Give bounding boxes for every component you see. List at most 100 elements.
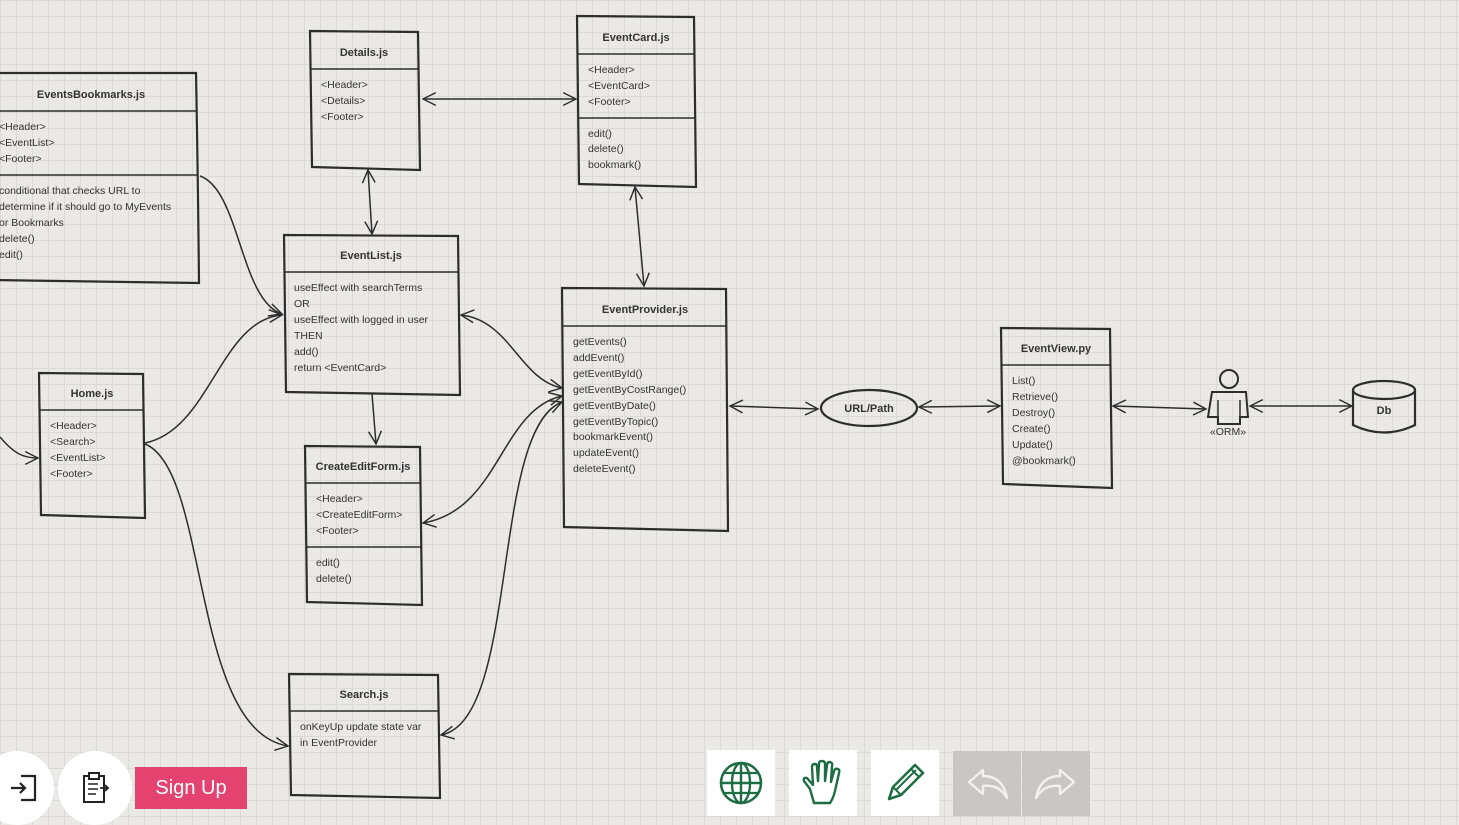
class-box-search[interactable]: Search.js onKeyUp update state var in Ev… xyxy=(287,672,442,800)
box-line: <Header> xyxy=(50,420,97,432)
login-button[interactable] xyxy=(0,751,54,825)
box-title: EventList.js xyxy=(340,250,402,262)
box-line: <Search> xyxy=(50,436,96,448)
box-line: <Details> xyxy=(321,95,365,107)
box-line: <Header> xyxy=(0,121,46,133)
box-title: EventCard.js xyxy=(602,32,669,44)
pencil-icon xyxy=(887,763,925,801)
globe-tool-button[interactable] xyxy=(707,750,775,816)
clipboard-button[interactable] xyxy=(58,751,132,825)
box-title: Search.js xyxy=(340,689,389,701)
box-line: getEvents() xyxy=(573,336,627,348)
box-line: delete() xyxy=(588,143,624,155)
box-title: Home.js xyxy=(71,388,114,400)
class-box-event-card[interactable]: EventCard.js <Header> <EventCard> <Foote… xyxy=(575,14,698,189)
actor-icon xyxy=(1206,369,1250,425)
box-title: EventProvider.js xyxy=(602,304,688,316)
box-line: <EventList> xyxy=(0,137,54,149)
hand-icon xyxy=(802,759,841,805)
class-box-details[interactable]: Details.js <Header> <Details> <Footer> xyxy=(308,29,422,172)
box-line: @bookmark() xyxy=(1012,455,1076,467)
box-title: Details.js xyxy=(340,47,388,59)
box-line: Retrieve() xyxy=(1012,391,1058,403)
box-line: edit() xyxy=(316,557,340,569)
box-line: <Footer> xyxy=(50,468,93,480)
box-line: addEvent() xyxy=(573,352,624,364)
box-line: updateEvent() xyxy=(573,447,639,459)
box-line: OR xyxy=(294,298,310,310)
connector-provider-url xyxy=(728,399,820,416)
connector-eventlist-createedit xyxy=(367,393,383,446)
box-line: List() xyxy=(1012,375,1035,387)
connectors xyxy=(0,91,1354,751)
box-line: <Header> xyxy=(316,493,363,505)
box-line: Create() xyxy=(1012,423,1051,435)
class-box-create-edit-form[interactable]: CreateEditForm.js <Header> <CreateEditFo… xyxy=(303,444,424,607)
url-path-label: URL/Path xyxy=(844,403,894,415)
box-line: add() xyxy=(294,346,319,358)
database-node[interactable]: Db xyxy=(1351,379,1417,434)
class-box-home[interactable]: Home.js <Header> <Search> <EventList> <F… xyxy=(37,371,147,520)
redo-button[interactable] xyxy=(1022,751,1090,816)
database-icon xyxy=(1351,379,1417,434)
box-line: <Footer> xyxy=(316,525,359,537)
box-line: edit() xyxy=(0,249,23,261)
connector-createedit-provider xyxy=(421,391,564,528)
login-icon xyxy=(11,774,37,802)
box-line: <Header> xyxy=(588,64,635,76)
box-line: bookmarkEvent() xyxy=(573,431,653,443)
box-line: <Footer> xyxy=(321,111,364,123)
connector-home-search xyxy=(144,443,290,751)
connector-details-eventlist xyxy=(361,168,379,236)
box-line: onKeyUp update state var xyxy=(300,721,422,733)
class-box-event-list[interactable]: EventList.js useEffect with searchTerms … xyxy=(282,233,462,397)
box-line: bookmark() xyxy=(588,159,641,171)
box-line: conditional that checks URL to xyxy=(0,185,141,197)
box-line: return <EventCard> xyxy=(294,362,386,374)
box-line: THEN xyxy=(294,330,323,342)
box-line: in EventProvider xyxy=(300,737,378,749)
connector-home-eventlist xyxy=(144,309,284,444)
box-line: useEffect with logged in user xyxy=(294,314,429,326)
db-label: Db xyxy=(1377,405,1392,417)
box-line: getEventByTopic() xyxy=(573,416,658,428)
box-line: determine if it should go to MyEvents xyxy=(0,201,171,213)
box-line: <Footer> xyxy=(0,153,42,165)
box-line: edit() xyxy=(588,128,612,140)
box-line: getEventByCostRange() xyxy=(573,384,686,396)
box-line: Destroy() xyxy=(1012,407,1055,419)
box-line: <EventList> xyxy=(50,452,105,464)
orm-actor[interactable]: «ORM» xyxy=(1206,369,1250,438)
box-line: <CreateEditForm> xyxy=(316,509,402,521)
box-line: delete() xyxy=(316,573,352,585)
sign-up-button[interactable]: Sign Up xyxy=(135,767,247,809)
pencil-tool-button[interactable] xyxy=(871,750,939,816)
box-title: CreateEditForm.js xyxy=(316,461,411,473)
box-line: getEventByDate() xyxy=(573,400,656,412)
redo-icon xyxy=(1034,768,1076,799)
hand-tool-button[interactable] xyxy=(789,750,857,816)
class-box-event-view[interactable]: EventView.py List() Retrieve() Destroy()… xyxy=(999,326,1114,490)
box-line: or Bookmarks xyxy=(0,217,64,229)
globe-icon xyxy=(719,761,763,805)
connector-url-view xyxy=(917,399,1002,414)
connector-view-orm xyxy=(1111,399,1208,416)
connector-eventlist-provider xyxy=(459,309,564,393)
box-title: EventView.py xyxy=(1021,343,1092,355)
class-box-event-provider[interactable]: EventProvider.js getEvents() addEvent() … xyxy=(560,286,730,533)
connector-eventcard-provider xyxy=(629,185,650,288)
connector-search-provider xyxy=(439,400,564,740)
url-path-node[interactable]: URL/Path xyxy=(819,388,919,428)
box-line: <Header> xyxy=(321,79,368,91)
class-box-events-bookmarks[interactable]: EventsBookmarks.js <Header> <EventList> … xyxy=(0,71,201,285)
connector-left-home xyxy=(0,436,40,466)
clipboard-icon xyxy=(83,772,110,803)
box-line: Update() xyxy=(1012,439,1053,451)
box-line: deleteEvent() xyxy=(573,463,635,475)
connector-bookmarks-eventlist xyxy=(199,175,284,317)
box-line: delete() xyxy=(0,233,35,245)
box-line: <EventCard> xyxy=(588,80,650,92)
box-line: useEffect with searchTerms xyxy=(294,282,422,294)
box-title: EventsBookmarks.js xyxy=(37,89,145,101)
undo-button[interactable] xyxy=(953,751,1021,816)
